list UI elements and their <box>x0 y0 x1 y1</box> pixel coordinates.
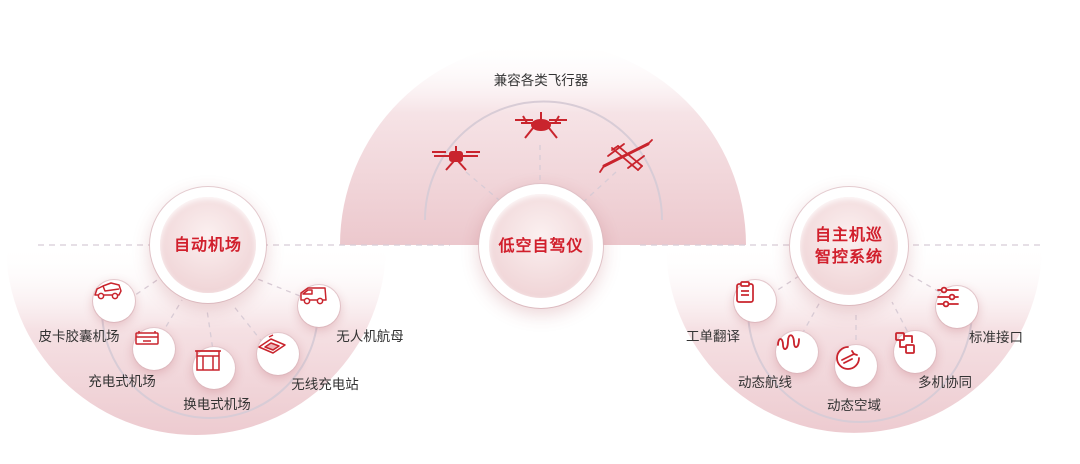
left-hub-label: 自动机场 <box>173 235 242 254</box>
sliders-node <box>936 286 978 328</box>
right-hub: 自主机巡 智控系统 <box>790 187 908 305</box>
drone-quad-icon <box>432 146 480 171</box>
left-item-label-4: 无线充电站 <box>291 377 359 393</box>
right-arc <box>747 309 973 423</box>
left-arc <box>101 309 319 419</box>
route-node <box>776 331 818 373</box>
left-hub: 自动机场 <box>150 187 266 303</box>
right-hub-label-line2: 智控系统 <box>814 247 883 266</box>
top-group-title: 兼容各类飞行器 <box>493 73 589 89</box>
route-icon <box>777 334 800 350</box>
multi-drone-node <box>894 331 936 373</box>
right-item-label-2: 动态航线 <box>738 375 792 391</box>
top-arc <box>424 100 663 221</box>
center-hub-label: 低空自驾仪 <box>498 236 584 255</box>
right-item-label-4: 多机协同 <box>918 375 972 391</box>
charging-hangar-icon <box>135 331 159 345</box>
left-item-label-1: 皮卡胶囊机场 <box>38 329 120 345</box>
multi-drone-icon <box>895 332 915 354</box>
carrier-van-icon <box>300 287 327 305</box>
clipboard-icon <box>736 281 754 303</box>
sliders-icon <box>937 286 959 308</box>
airspace-node <box>835 345 877 387</box>
wireless-charging-pad-icon <box>258 334 286 354</box>
left-item-label-2: 充电式机场 <box>88 374 156 390</box>
pickup-truck-node <box>93 280 135 322</box>
center-hub: 低空自驾仪 <box>479 184 603 308</box>
right-item-label-1: 工单翻译 <box>686 329 740 345</box>
wireless-charging-pad-node <box>257 333 299 375</box>
top-fan <box>340 42 746 245</box>
left-spokes <box>127 275 301 358</box>
battery-swap-hangar-icon <box>195 350 221 371</box>
pickup-truck-icon <box>94 282 122 300</box>
carrier-van-node <box>298 285 340 327</box>
left-item-label-5: 无人机航母 <box>336 329 404 345</box>
drone-hexa-icon <box>515 112 567 139</box>
right-hub-label-line1: 自主机巡 <box>814 225 883 244</box>
right-item-label-5: 标准接口 <box>969 330 1023 346</box>
left-item-label-3: 换电式机场 <box>183 397 251 413</box>
clipboard-node <box>734 280 776 322</box>
charging-hangar-node <box>133 328 175 370</box>
fixed-wing-vtol-icon <box>599 139 653 173</box>
airspace-icon <box>836 346 860 370</box>
right-item-label-3: 动态空域 <box>827 398 881 414</box>
battery-swap-hangar-node <box>193 347 235 389</box>
